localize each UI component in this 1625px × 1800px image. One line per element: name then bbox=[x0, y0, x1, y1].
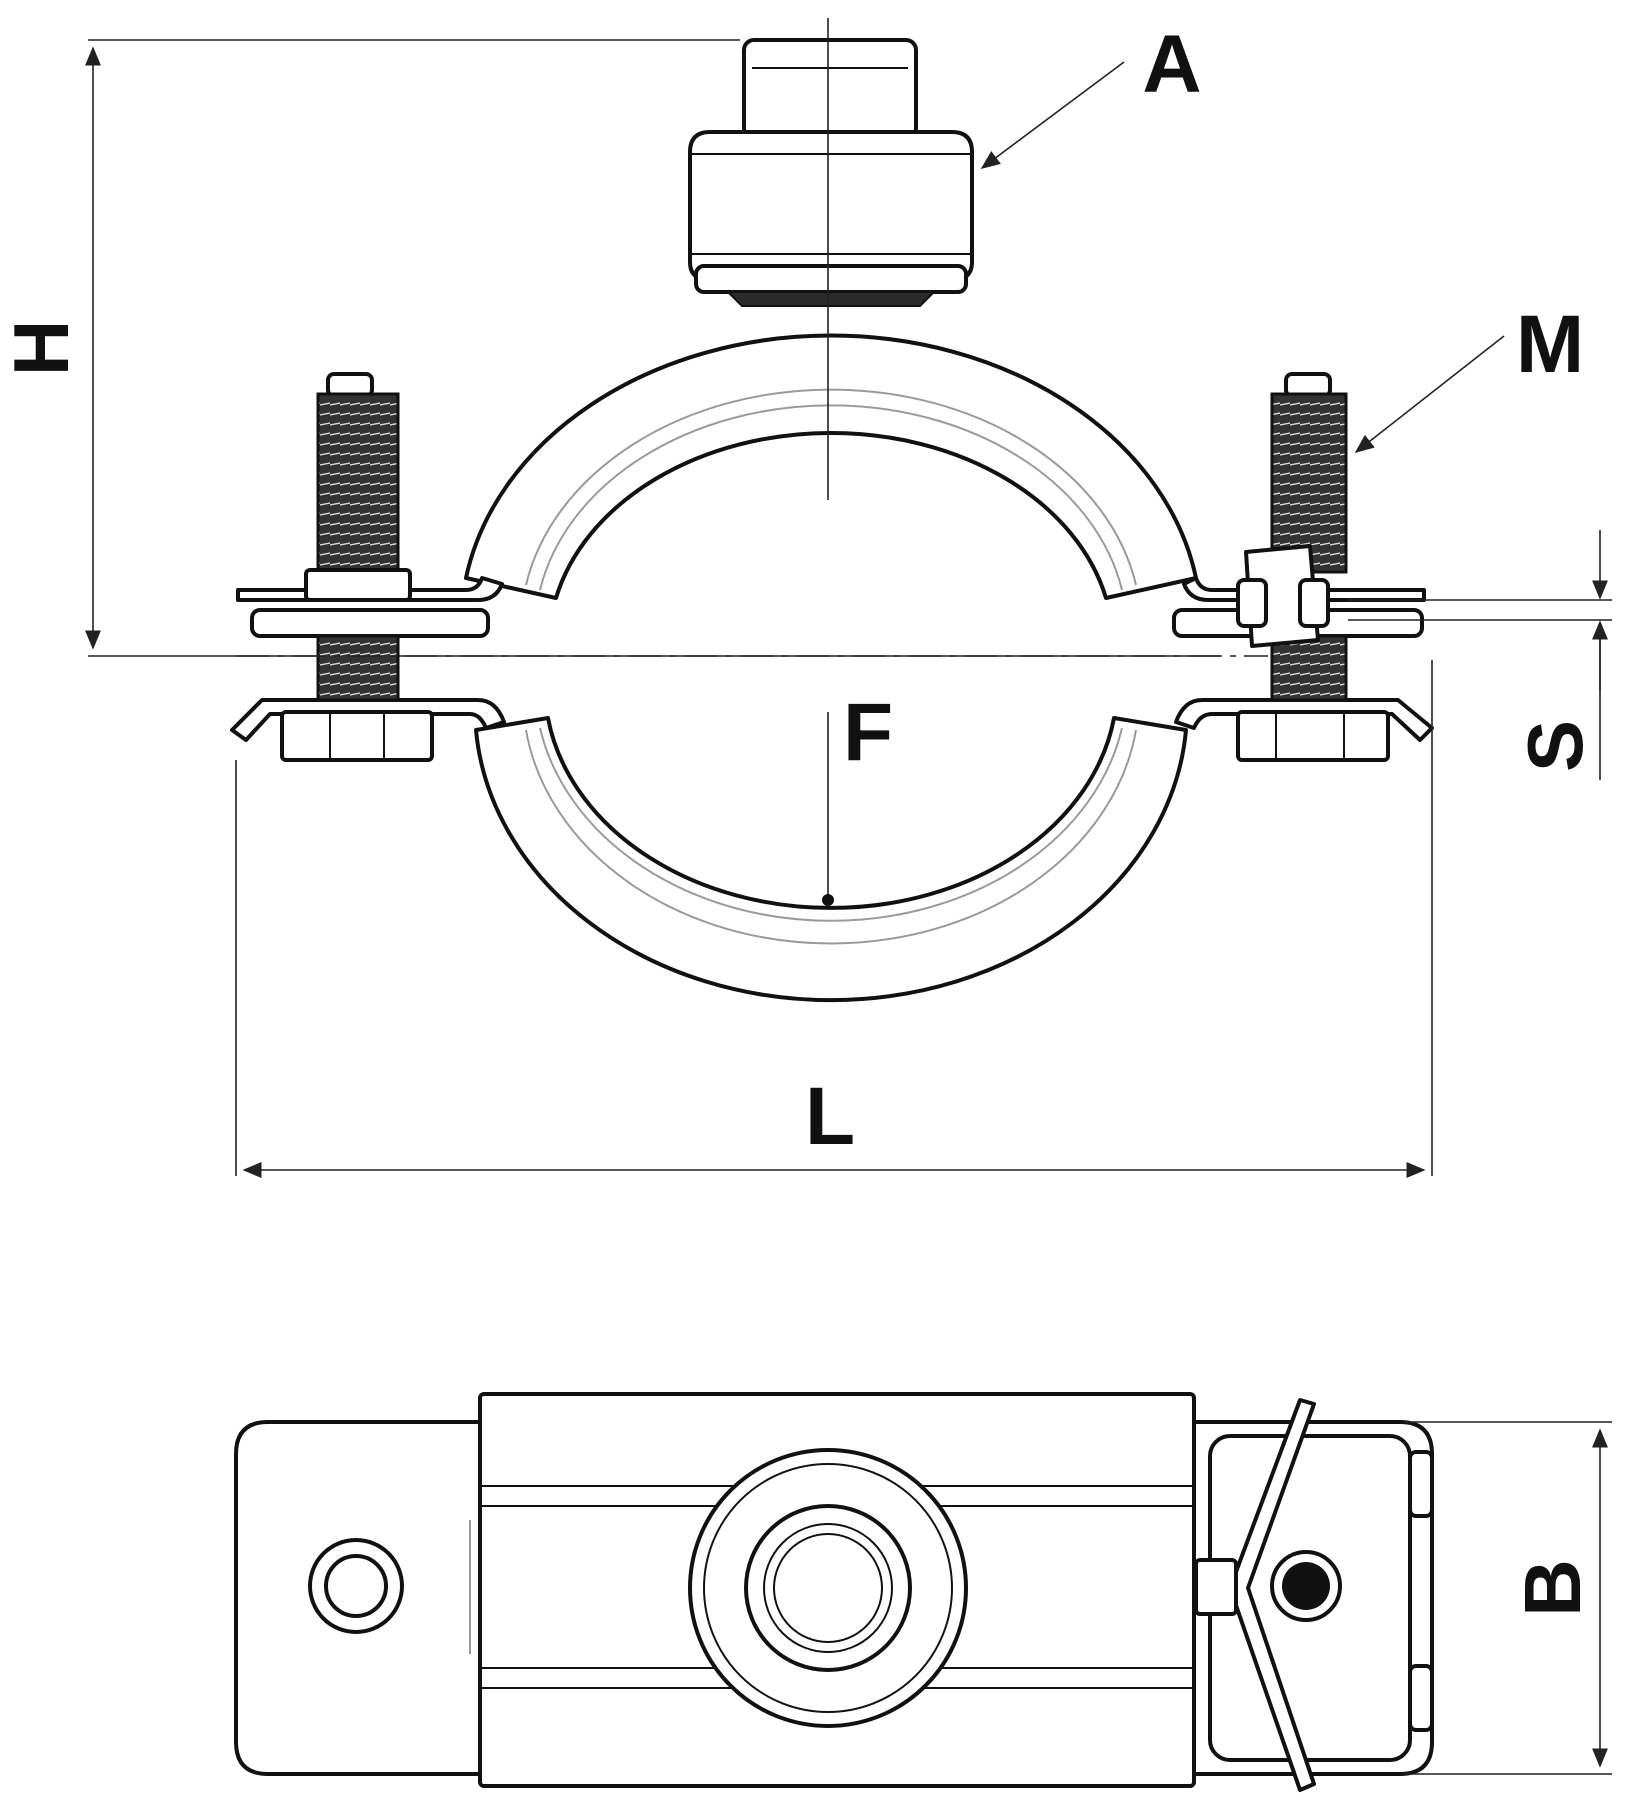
right-bolt bbox=[1236, 372, 1390, 762]
callout-a: A bbox=[980, 19, 1202, 169]
label-l: L bbox=[805, 1071, 855, 1162]
dimension-f: F bbox=[822, 687, 893, 906]
dimension-s: S bbox=[1348, 530, 1612, 780]
label-m: M bbox=[1516, 299, 1584, 390]
label-h: H bbox=[0, 320, 85, 376]
label-a: A bbox=[1142, 19, 1201, 110]
dimension-l: L bbox=[235, 660, 1433, 1178]
front-view: H A bbox=[0, 18, 1612, 1178]
top-view: B bbox=[234, 1392, 1612, 1792]
dimension-b: B bbox=[1404, 1421, 1612, 1775]
callout-m: M bbox=[1354, 299, 1584, 453]
center-lines bbox=[236, 18, 1268, 657]
label-b: B bbox=[1508, 1559, 1597, 1617]
label-s: S bbox=[1511, 720, 1599, 772]
center-point bbox=[822, 894, 834, 906]
left-bolt bbox=[280, 372, 434, 762]
label-f: F bbox=[843, 687, 893, 778]
dimension-h: H bbox=[0, 39, 1220, 657]
top-nut-a bbox=[688, 38, 974, 307]
